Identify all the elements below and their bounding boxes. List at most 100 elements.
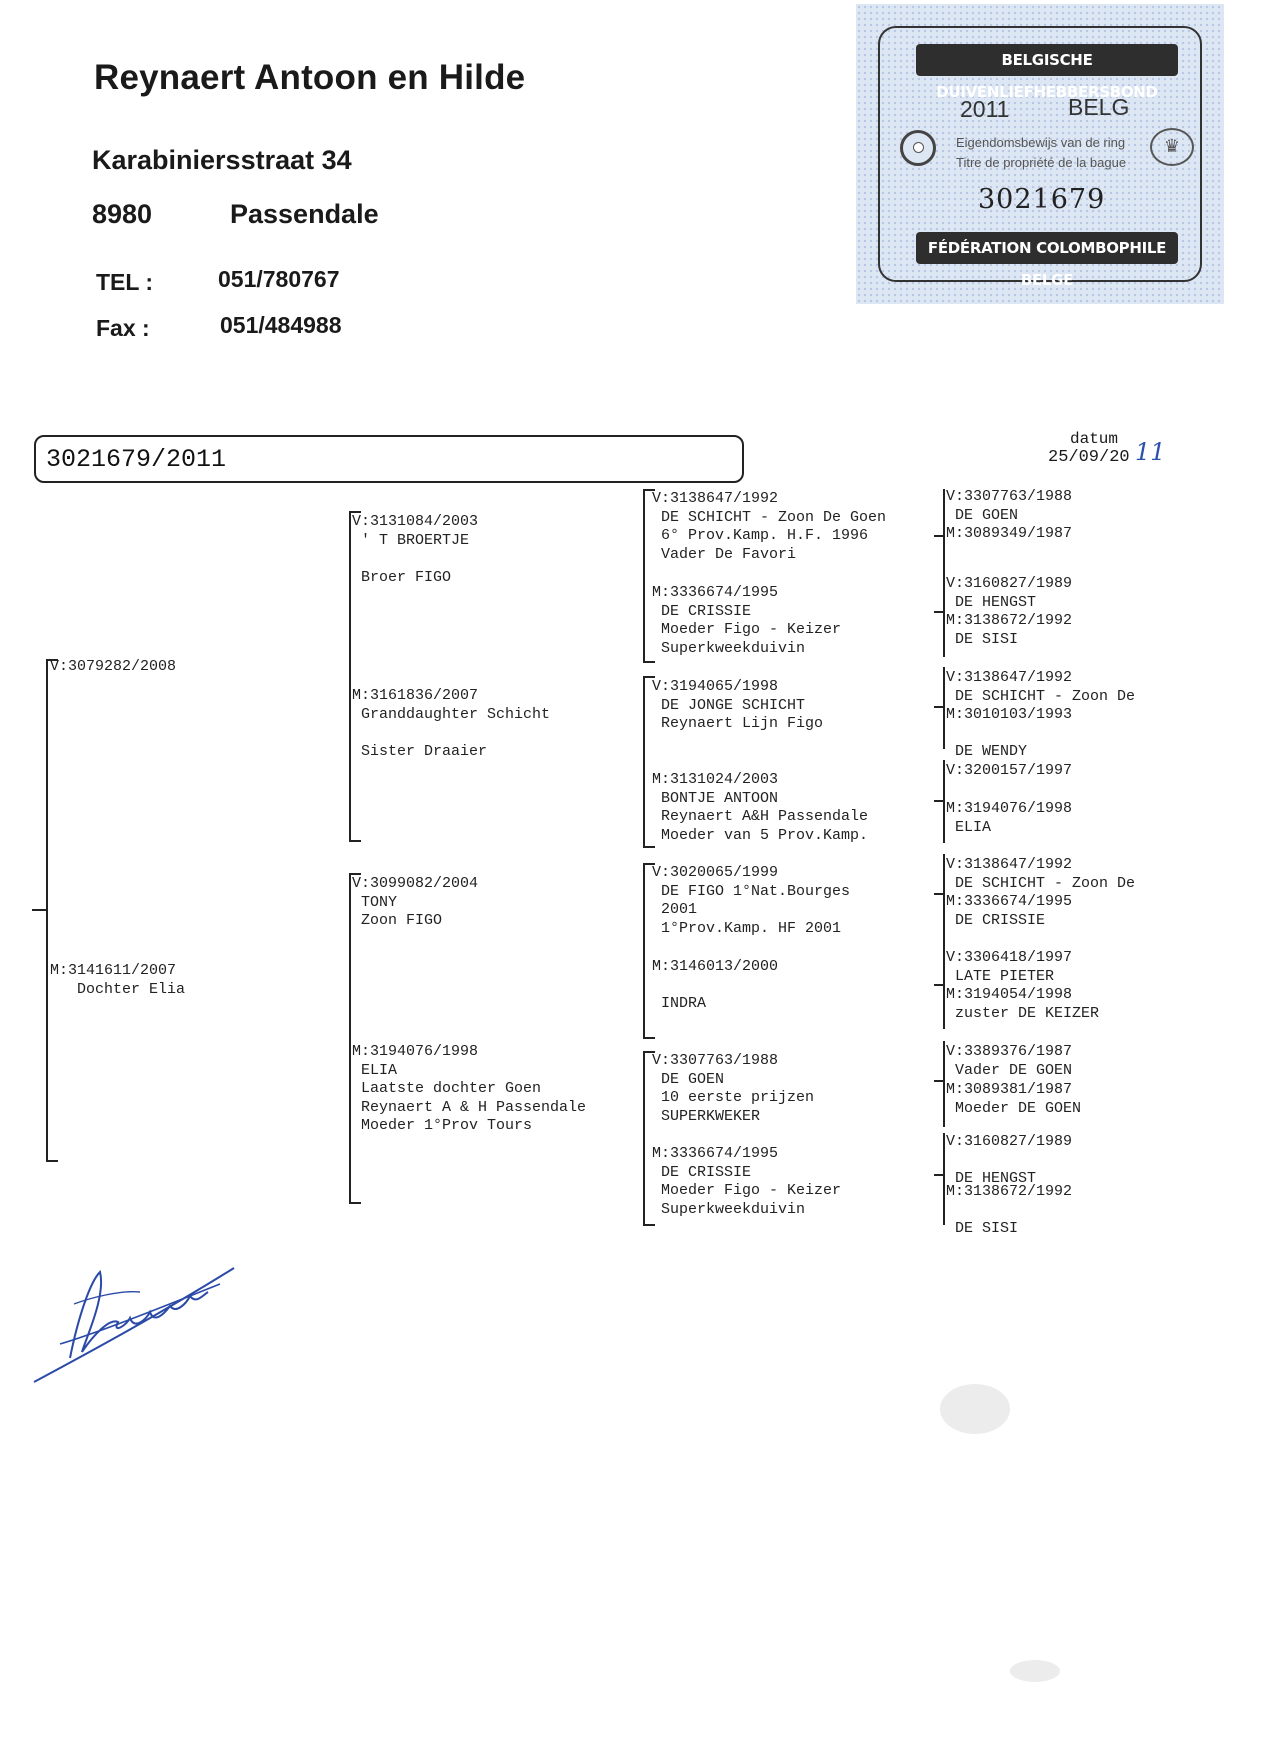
signature	[33, 1267, 235, 1383]
gen3-entry: M:3131024/2003 BONTJE ANTOON Reynaert A&…	[652, 771, 868, 845]
bracket-gen3-2	[643, 676, 655, 848]
bracket-gen3-1	[643, 489, 655, 663]
entry-code: M:	[946, 525, 965, 542]
entry-text: 3194076/1998 ELIA	[955, 800, 1073, 836]
gen4-entry: V:3160827/1989 DE HENGST	[946, 575, 1072, 612]
entry-text: 3131024/2003 BONTJE ANTOON Reynaert A&H …	[661, 771, 869, 844]
entry-text: 3306418/1997 LATE PIETER	[955, 949, 1073, 985]
bracket-tick	[934, 535, 943, 537]
gen4-entry: M:3194076/1998 ELIA	[946, 800, 1072, 837]
bracket-tick	[934, 1080, 943, 1082]
gen4-entry: V:3200157/1997	[946, 762, 1072, 781]
entry-code: M:	[352, 1043, 371, 1060]
entry-text: 3146013/2000 INDRA	[661, 958, 779, 1013]
gen4-entry: V:3389376/1987 Vader DE GOEN	[946, 1043, 1072, 1080]
pigeon-id: 3021679/2011	[46, 445, 227, 474]
gen4-entry: V:3160827/1989 DE HENGST	[946, 1133, 1072, 1189]
entry-code: V:	[946, 669, 965, 686]
entry-text: 3307763/1988 DE GOEN 10 eerste prijzen S…	[661, 1052, 815, 1125]
owner-postcode: 8980	[92, 199, 153, 229]
entry-code: M:	[946, 893, 965, 910]
entry-code: V:	[946, 856, 965, 873]
line-gen4-4	[943, 854, 945, 1029]
gen4-entry: V:3138647/1992 DE SCHICHT - Zoon De	[946, 669, 1135, 706]
entry-code: V:	[946, 575, 965, 592]
gen3-entry: V:3138647/1992 DE SCHICHT - Zoon De Goen…	[652, 490, 886, 564]
gen3-entry: M:3336674/1995 DE CRISSIE Moeder Figo - …	[652, 1145, 841, 1219]
entry-code: M:	[652, 958, 671, 975]
fax-label: Fax :	[96, 315, 150, 341]
entry-text: 3336674/1995 DE CRISSIE Moeder Figo - Ke…	[661, 584, 842, 657]
gen4-entry: M:3089381/1987 Moeder DE GOEN	[946, 1081, 1081, 1118]
crown-icon: ♛	[1150, 128, 1194, 166]
gen4-entry: V:3306418/1997 LATE PIETER	[946, 949, 1072, 986]
entry-code: V:	[946, 1043, 965, 1060]
bracket-gen2-dam	[349, 873, 361, 1204]
entry-text: 3389376/1987 Vader DE GOEN	[955, 1043, 1073, 1079]
bracket-gen3-4	[643, 1051, 655, 1226]
entry-text: 3138672/1992 DE SISI	[955, 1183, 1073, 1238]
ring-certificate: BELGISCHE DUIVENLIEFHEBBERSBOND 2011 BEL…	[856, 4, 1224, 304]
bracket-tick	[934, 611, 943, 613]
line-gen4-6	[943, 1133, 945, 1225]
entry-code: M:	[50, 962, 69, 979]
line-gen4-1	[943, 489, 945, 657]
gen4-entry: V:3307763/1988 DE GOEN	[946, 488, 1072, 525]
certificate-title-nl: Eigendomsbewijs van de ring	[956, 135, 1126, 150]
certificate-ring-number: 3021679	[978, 184, 1106, 215]
entry-code: M:	[946, 1081, 965, 1098]
entry-text: 3141611/2007 Dochter Elia	[68, 962, 186, 998]
gen3-entry: V:3307763/1988 DE GOEN 10 eerste prijzen…	[652, 1052, 814, 1126]
gen3-entry: V:3194065/1998 DE JONGE SCHICHT Reynaert…	[652, 678, 823, 734]
bracket-tick	[934, 984, 943, 986]
bracket-tick	[934, 893, 943, 895]
owner-city: Passendale	[230, 199, 379, 229]
bracket-gen3-3	[643, 863, 655, 1039]
entry-text: 3336674/1995 DE CRISSIE	[955, 893, 1073, 929]
entry-code: M:	[946, 706, 965, 723]
gen4-entry: M:3138672/1992 DE SISI	[946, 612, 1072, 649]
entry-code: V:	[652, 1052, 671, 1069]
entry-code: M:	[652, 771, 671, 788]
entry-text: 3138647/1992 DE SCHICHT - Zoon De Goen 6…	[661, 490, 887, 563]
line-gen4-2	[943, 667, 945, 749]
scan-smudge	[1010, 1660, 1060, 1682]
owner-street: Karabiniersstraat 34	[92, 145, 352, 175]
certificate-title-fr: Titre de propriété de la bague	[956, 155, 1127, 170]
pigeon-id-box	[34, 435, 744, 483]
ring-hole-icon	[900, 130, 936, 166]
scan-smudge	[940, 1384, 1010, 1434]
sire-entry: V:3079282/2008	[50, 658, 176, 677]
gen3-entry: V:3020065/1999 DE FIGO 1°Nat.Bourges 200…	[652, 864, 850, 938]
entry-code: V:	[946, 488, 965, 505]
certificate-country: BELG	[1068, 94, 1130, 120]
gen4-entry: M:3010103/1993 DE WENDY	[946, 706, 1072, 762]
gen4-entry: M:3138672/1992 DE SISI	[946, 1183, 1072, 1239]
entry-code: V:	[50, 658, 69, 675]
entry-text: 3194054/1998 zuster DE KEIZER	[955, 986, 1100, 1022]
certificate-year: 2011	[960, 96, 1010, 122]
gen2-entry: M:3161836/2007 Granddaughter Schicht Sis…	[352, 687, 550, 761]
bracket-tick	[934, 706, 943, 708]
gen3-entry: M:3336674/1995 DE CRISSIE Moeder Figo - …	[652, 584, 841, 658]
entry-text: 3194065/1998 DE JONGE SCHICHT Reynaert L…	[661, 678, 824, 733]
entry-text: 3138647/1992 DE SCHICHT - Zoon De	[955, 669, 1136, 705]
bracket-tick	[934, 1174, 943, 1176]
entry-code: M:	[946, 612, 965, 629]
entry-text: 3010103/1993 DE WENDY	[955, 706, 1073, 761]
gen4-entry: V:3138647/1992 DE SCHICHT - Zoon De	[946, 856, 1135, 893]
entry-text: 3138647/1992 DE SCHICHT - Zoon De	[955, 856, 1136, 892]
certificate-bottom-banner: FÉDÉRATION COLOMBOPHILE BELGE	[916, 232, 1178, 289]
tel-label: TEL :	[96, 269, 154, 295]
entry-code: V:	[946, 762, 965, 779]
entry-code: M:	[652, 584, 671, 601]
entry-text: 3160827/1989 DE HENGST	[955, 575, 1073, 611]
entry-code: M:	[946, 800, 965, 817]
gen2-entry: M:3194076/1998 ELIA Laatste dochter Goen…	[352, 1043, 586, 1136]
entry-text: 3131084/2003 ' T BROERTJE Broer FIGO	[361, 513, 479, 586]
entry-text: 3138672/1992 DE SISI	[955, 612, 1073, 648]
entry-code: V:	[652, 490, 671, 507]
entry-code: V:	[352, 875, 371, 892]
gen4-entry: M:3089349/1987	[946, 525, 1072, 544]
entry-text: 3020065/1999 DE FIGO 1°Nat.Bourges 2001 …	[661, 864, 851, 937]
